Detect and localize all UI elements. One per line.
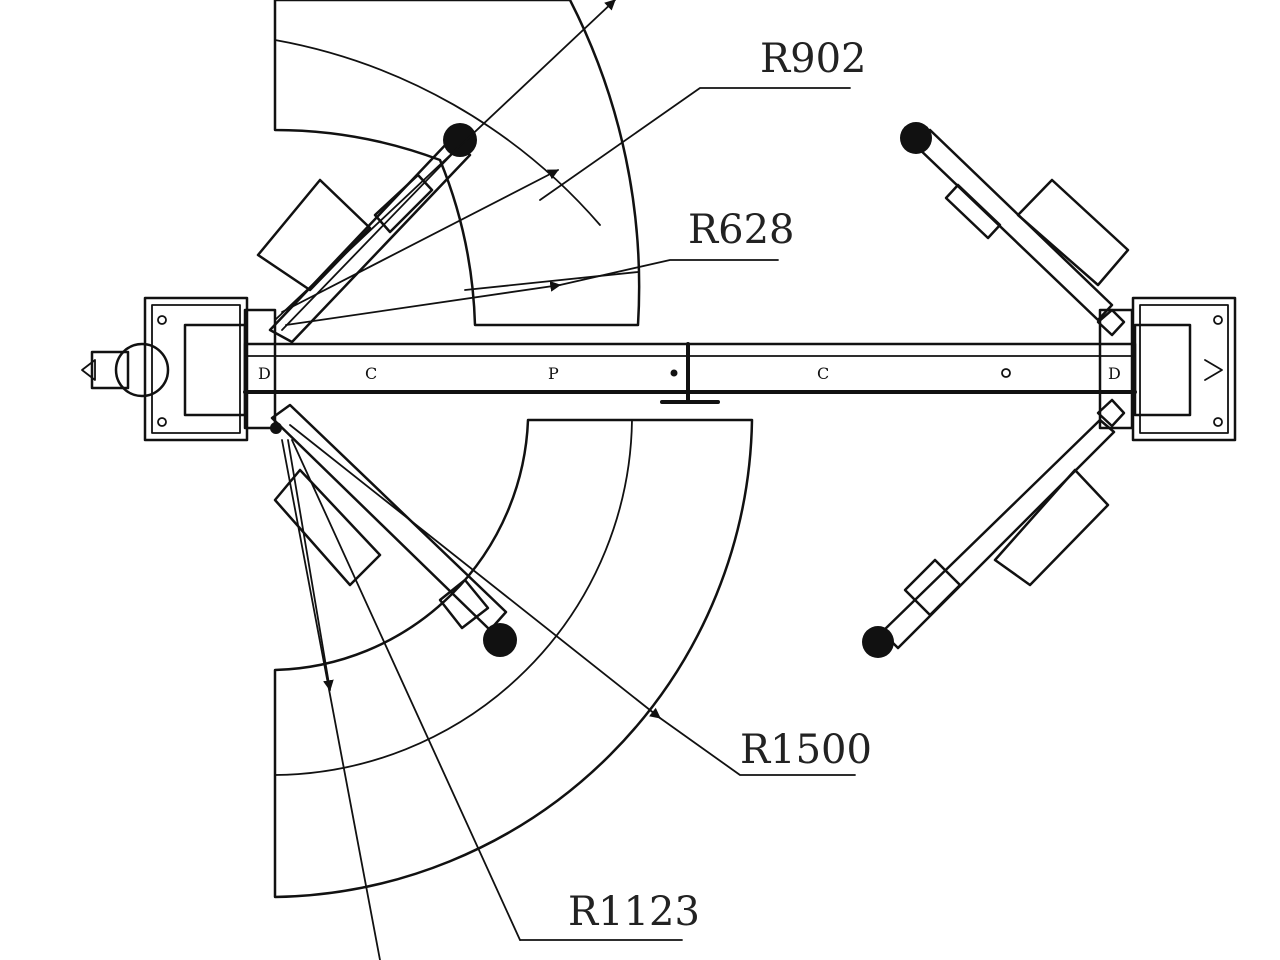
upper-right-arm bbox=[900, 122, 1130, 337]
beam-mark: C bbox=[817, 364, 829, 383]
lower-left-arm bbox=[270, 403, 517, 657]
upper-swing-sector bbox=[273, 0, 641, 327]
lower-swing-sector bbox=[273, 418, 754, 899]
right-column-base bbox=[1131, 296, 1237, 442]
upper-left-arm bbox=[256, 123, 477, 344]
beam-mark: D bbox=[258, 364, 271, 383]
right-carriage bbox=[1098, 308, 1134, 430]
dimension-label-r628: R628 bbox=[688, 207, 794, 253]
dimension-label-r902: R902 bbox=[760, 36, 866, 82]
left-column-base bbox=[81, 296, 249, 442]
beam-marks: D C P C D bbox=[258, 364, 1121, 383]
dimension-label-r1500: R1500 bbox=[740, 727, 872, 773]
main-beam bbox=[243, 342, 1137, 404]
lower-right-arm bbox=[862, 398, 1126, 658]
dimension-label-r1123: R1123 bbox=[568, 889, 700, 935]
beam-mark: C bbox=[365, 364, 377, 383]
beam-mark: P bbox=[548, 364, 559, 383]
dimension-leaders bbox=[274, 0, 856, 960]
beam-mark: D bbox=[1108, 364, 1121, 383]
